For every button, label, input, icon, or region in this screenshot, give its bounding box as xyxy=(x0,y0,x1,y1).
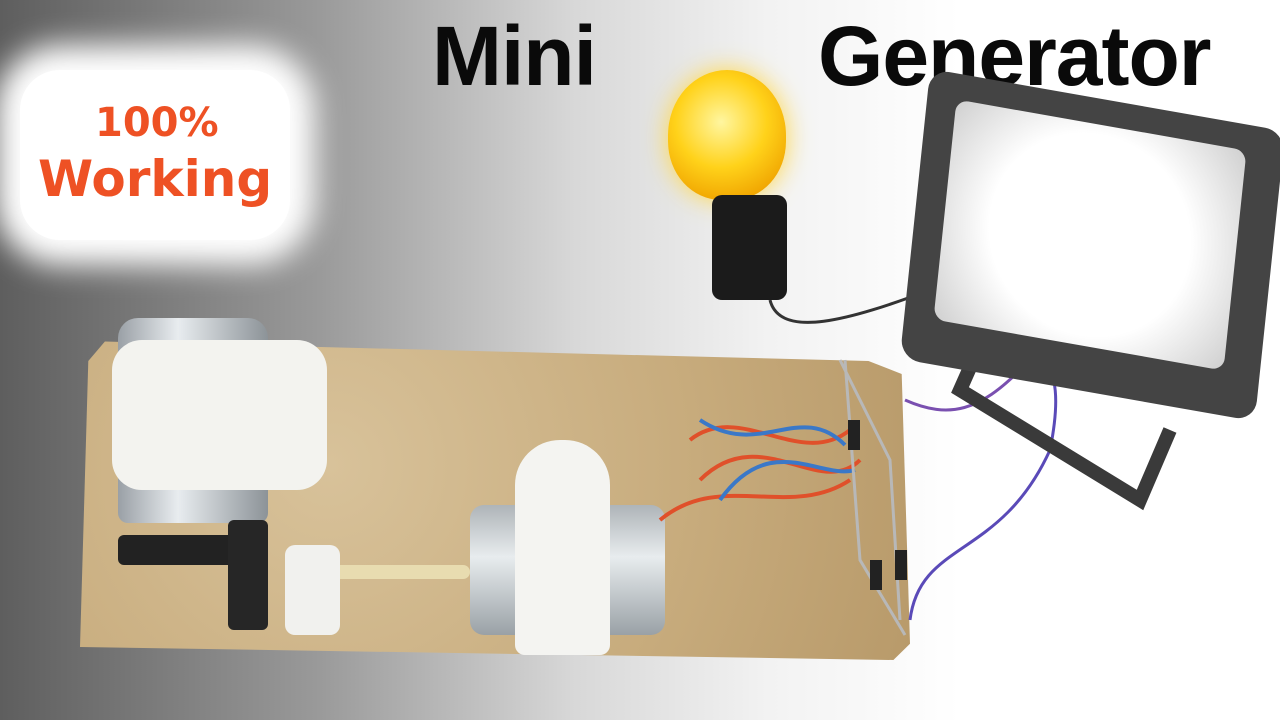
coupling-shaft xyxy=(330,565,470,579)
diode xyxy=(870,560,882,590)
shaft-clamp xyxy=(285,545,340,635)
diode xyxy=(895,550,907,580)
badge-working: Working xyxy=(38,150,273,208)
working-badge: 100% Working xyxy=(20,70,290,240)
motor-housing xyxy=(112,340,327,490)
title-mini: Mini xyxy=(432,9,597,103)
diode-leads xyxy=(838,359,907,636)
purple-wire xyxy=(904,368,1022,412)
violet-wire xyxy=(908,369,1058,621)
pvc-clamp xyxy=(515,440,610,655)
bulb-socket xyxy=(712,195,787,300)
red-wires xyxy=(658,425,862,522)
blue-wires xyxy=(698,418,856,502)
badge-percent: 100% xyxy=(95,100,219,146)
bevel-gear-small xyxy=(228,520,268,630)
bulb-cable xyxy=(768,288,931,324)
diode xyxy=(848,420,860,450)
light-bulb xyxy=(668,70,786,200)
